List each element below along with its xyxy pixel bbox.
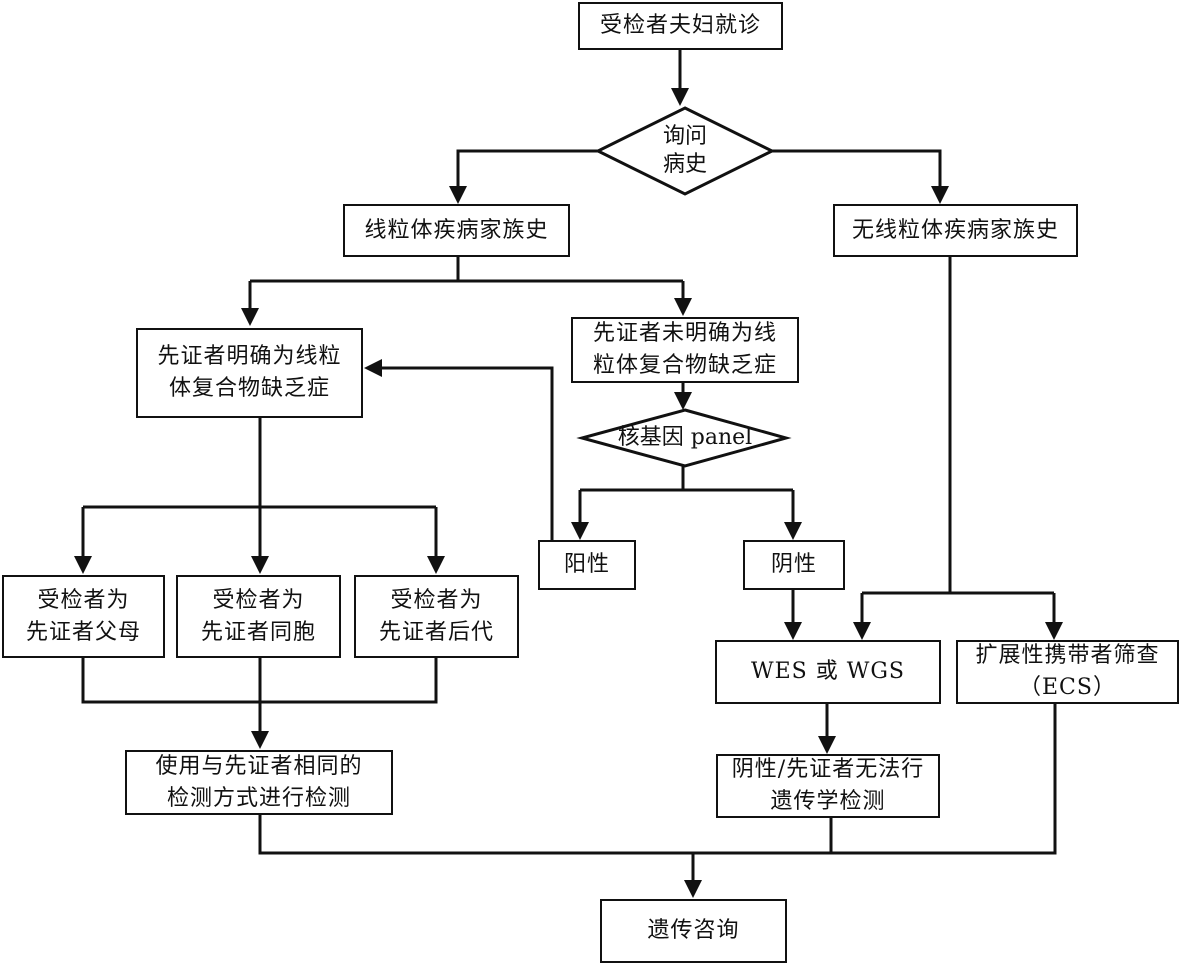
start-node: 受检者夫妇就诊	[578, 2, 783, 50]
positive-node: 阳性	[538, 540, 636, 590]
panel-diamond	[576, 408, 792, 468]
counseling-node: 遗传咨询	[600, 899, 787, 963]
family-history-node: 线粒体疾病家族史	[343, 204, 570, 257]
wes-wgs-label: WES 或 WGS	[751, 659, 905, 684]
siblings-node: 受检者为 先证者同胞	[176, 575, 341, 658]
negative-or-no-test-node: 阴性/先证者无法行 遗传学检测	[716, 754, 940, 818]
no-family-history-label: 无线粒体疾病家族史	[851, 217, 1059, 243]
decision-diamonds	[576, 106, 792, 468]
positive-label: 阳性	[563, 552, 610, 577]
arrowheads	[74, 88, 1063, 898]
counseling-label: 遗传咨询	[647, 918, 740, 943]
negative-label: 阴性	[770, 552, 817, 577]
inquiry-diamond	[594, 106, 776, 196]
wes-wgs-node: WES 或 WGS	[715, 640, 941, 704]
same-method-node: 使用与先证者相同的 检测方式进行检测	[125, 750, 393, 815]
inquiry-label: 询问 病史	[662, 124, 707, 177]
nuclear-panel-label: 核基因 panel	[617, 425, 753, 450]
offspring-node: 受检者为 先证者后代	[354, 575, 519, 658]
ecs-node: 扩展性携带者筛查 （ECS）	[956, 640, 1179, 704]
no-family-history-node: 无线粒体疾病家族史	[833, 204, 1078, 257]
negative-node: 阴性	[743, 540, 845, 590]
connector-lines	[81, 50, 1057, 880]
proband-unconfirmed-node: 先证者未明确为线 粒体复合物缺乏症	[571, 317, 799, 383]
proband-confirmed-node: 先证者明确为线粒 体复合物缺乏症	[136, 328, 363, 418]
parents-node: 受检者为 先证者父母	[2, 575, 165, 658]
start-label: 受检者夫妇就诊	[599, 13, 761, 38]
family-history-label: 线粒体疾病家族史	[364, 217, 549, 243]
